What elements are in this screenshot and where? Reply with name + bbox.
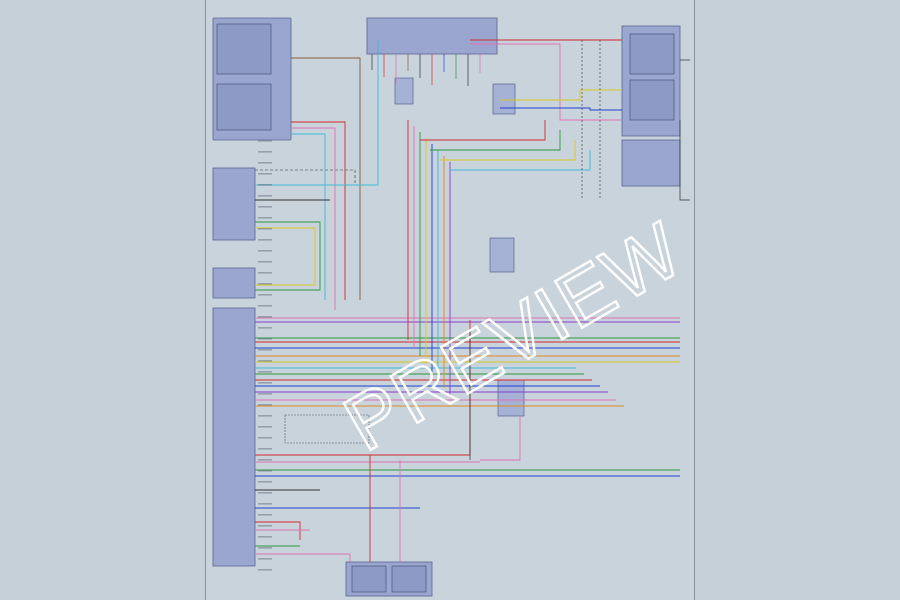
top-center-module (366, 17, 498, 55)
pin-label-mark (258, 140, 272, 142)
pin-label-mark (258, 272, 272, 274)
bottom-sub-1 (351, 565, 387, 593)
pin-label-mark (258, 382, 272, 384)
pin-label-mark (258, 547, 272, 549)
wire (470, 43, 622, 121)
pin-label-mark (258, 470, 272, 472)
wire (291, 127, 336, 310)
pin-label-mark (258, 217, 272, 219)
left-small-module (212, 267, 256, 299)
wire (291, 121, 346, 300)
left-main-module (212, 307, 256, 567)
pin-label-mark (258, 426, 272, 428)
pin-label-mark (258, 250, 272, 252)
pin-label-mark (258, 349, 272, 351)
pin-label-mark (258, 459, 272, 461)
pin-label-mark (258, 228, 272, 230)
pin-label-mark (258, 481, 272, 483)
wire (255, 553, 351, 562)
pin-label-mark (258, 294, 272, 296)
wire (430, 130, 561, 151)
pin-label-mark (258, 305, 272, 307)
pin-label-mark (258, 536, 272, 538)
pin-label-mark (258, 525, 272, 527)
pin-label-mark (258, 151, 272, 153)
pin-label-mark (258, 316, 272, 318)
wire (500, 89, 622, 101)
pin-label-mark (258, 371, 272, 373)
wire-labels (258, 140, 272, 571)
pin-label-mark (258, 195, 272, 197)
wire (255, 521, 301, 540)
wire (291, 133, 326, 300)
relay-top-left (394, 77, 414, 105)
pin-label-mark (258, 162, 272, 164)
wire (255, 40, 379, 186)
right-top-sub-2 (629, 79, 675, 121)
pin-label-mark (258, 393, 272, 395)
pin-label-mark (258, 558, 272, 560)
pin-label-mark (258, 360, 272, 362)
wire (255, 227, 316, 286)
wire (480, 416, 521, 461)
pin-label-mark (258, 173, 272, 175)
pin-label-mark (258, 415, 272, 417)
pin-label-mark (258, 338, 272, 340)
pin-label-mark (258, 514, 272, 516)
pin-label-mark (258, 448, 272, 450)
relay-top-center (492, 83, 516, 115)
pin-label-mark (258, 404, 272, 406)
pin-label-mark (258, 261, 272, 263)
relay-mid (489, 237, 515, 273)
bottom-sub-2 (391, 565, 427, 593)
pin-label-mark (258, 239, 272, 241)
pin-label-mark (258, 283, 272, 285)
right-top-sub-1 (629, 33, 675, 75)
pin-label-mark (258, 437, 272, 439)
wire (255, 169, 356, 185)
pin-label-mark (258, 184, 272, 186)
pin-label-mark (258, 327, 272, 329)
pin-label-mark (258, 492, 272, 494)
left-top-subblock-2 (216, 83, 272, 131)
wire (420, 120, 546, 141)
wire (291, 57, 361, 300)
wire (255, 221, 321, 291)
pin-label-mark (258, 206, 272, 208)
wire (440, 140, 576, 161)
left-top-subblock-1 (216, 23, 272, 75)
wire (679, 120, 690, 201)
pin-label-mark (258, 503, 272, 505)
wires (255, 39, 690, 562)
left-mid-module (212, 167, 256, 241)
pin-label-mark (258, 569, 272, 571)
connector-block (284, 414, 370, 444)
right-lower-module (621, 139, 681, 187)
wire (500, 107, 622, 111)
wire (450, 150, 591, 171)
